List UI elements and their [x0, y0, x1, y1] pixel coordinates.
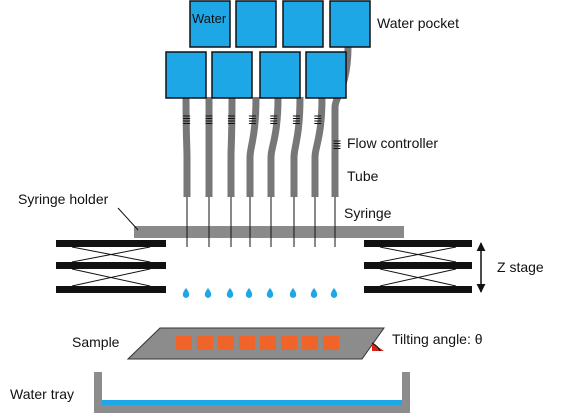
- sample-patches-group: [176, 336, 339, 350]
- water-pockets-group: [165, 0, 371, 99]
- droplets-group: [182, 288, 338, 298]
- flow-controller-label: Flow controller: [347, 135, 438, 151]
- water-in-pocket-label: Water: [192, 11, 227, 26]
- syringe-label: Syringe: [344, 205, 392, 221]
- droplet: [226, 288, 234, 298]
- water-pocket: [235, 0, 277, 48]
- tube: [311, 96, 326, 197]
- tubes-group: [182, 46, 352, 197]
- sample-patch: [239, 336, 255, 350]
- syringe-holder-label: Syringe holder: [18, 191, 109, 207]
- tilting-angle-label: Tilting angle: θ: [392, 331, 483, 347]
- droplet: [310, 288, 318, 298]
- water-pocket: [259, 51, 301, 99]
- tube: [267, 96, 282, 197]
- z-stage-right: [364, 240, 472, 293]
- sample-patch: [302, 336, 318, 350]
- sample-plate: [126, 327, 385, 360]
- tray-water: [102, 400, 402, 405]
- z-stage-label: Z stage: [497, 259, 544, 275]
- water-pocket: [282, 0, 324, 48]
- sample-patch: [281, 336, 297, 350]
- syringe-holder-bar: [134, 226, 404, 238]
- sample-patch: [218, 336, 234, 350]
- water-tray: [94, 372, 410, 413]
- water-tray-label: Water tray: [10, 386, 74, 402]
- droplet: [182, 288, 190, 298]
- sample-patch: [260, 336, 276, 350]
- syringe-holder-leader: [117, 207, 139, 231]
- water-pocket: [165, 51, 207, 99]
- water-pocket: [211, 51, 253, 99]
- water-pocket: [329, 0, 371, 48]
- tube: [290, 96, 304, 197]
- droplet: [204, 288, 212, 298]
- droplet: [245, 288, 253, 298]
- droplet: [289, 288, 297, 298]
- tilting-angle-arc: [371, 342, 381, 352]
- water-pocket: [189, 0, 231, 48]
- sample-patch: [176, 336, 192, 350]
- sample-patch: [197, 336, 213, 350]
- tube: [246, 96, 260, 197]
- z-stage-left: [56, 240, 166, 293]
- tube: [227, 96, 236, 197]
- syringe-needles-group: [186, 197, 336, 247]
- sample-label: Sample: [72, 334, 120, 350]
- water-pocket-label: Water pocket: [377, 15, 459, 31]
- tube: [182, 96, 191, 197]
- sample-patch: [323, 336, 339, 350]
- tube-label: Tube: [347, 168, 379, 184]
- water-pocket: [305, 51, 347, 99]
- droplet: [330, 288, 338, 298]
- droplet: [266, 288, 274, 298]
